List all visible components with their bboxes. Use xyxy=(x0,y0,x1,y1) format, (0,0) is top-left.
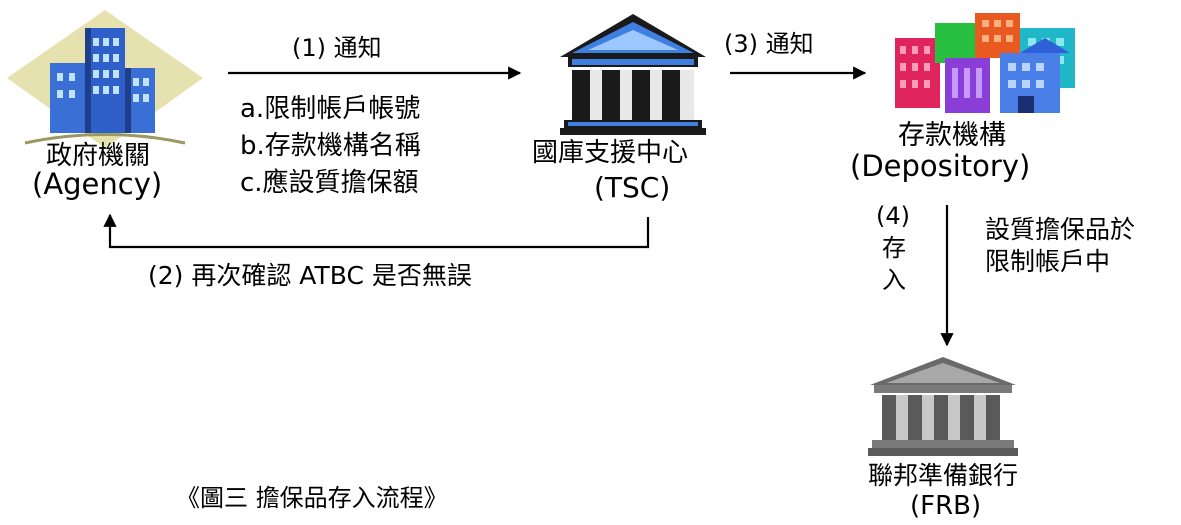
step1-item-c: c.應設質擔保額 xyxy=(240,168,419,198)
city-buildings-icon xyxy=(895,13,1075,113)
step4-char-1: 存 xyxy=(882,234,906,262)
step4-note-line-1: 設質擔保品於 xyxy=(985,215,1136,244)
figure-caption: 《圖三 擔保品存入流程》 xyxy=(176,484,448,512)
bank-building-icon xyxy=(560,14,706,135)
office-buildings-icon xyxy=(7,10,203,148)
step1-item-b: b.存款機構名稱 xyxy=(240,131,421,161)
depository-name-en: (Depository) xyxy=(850,149,1031,183)
frb-name-zh: 聯邦準備銀行 xyxy=(868,461,1019,490)
step2-label: (2) 再次確認 ATBC 是否無誤 xyxy=(148,261,472,290)
tsc-name-en: (TSC) xyxy=(594,171,671,204)
agency-name-zh: 政府機關 xyxy=(46,141,151,171)
tsc-name-zh: 國庫支援中心 xyxy=(532,138,689,168)
federal-reserve-bank-icon xyxy=(868,357,1018,456)
step1-item-a: a.限制帳戶帳號 xyxy=(240,94,421,124)
step1-label: (1) 通知 xyxy=(292,34,382,62)
step4-note-line-2: 限制帳戶中 xyxy=(985,247,1111,276)
step4-number: (4) xyxy=(876,202,910,230)
frb-name-en: (FRB) xyxy=(910,491,982,521)
step4-char-2: 入 xyxy=(882,266,906,294)
agency-name-en: (Agency) xyxy=(32,167,163,201)
depository-name-zh: 存款機構 xyxy=(898,120,1006,151)
arrow-tsc-back-to-agency xyxy=(103,213,650,249)
step3-label: (3) 通知 xyxy=(724,30,814,58)
